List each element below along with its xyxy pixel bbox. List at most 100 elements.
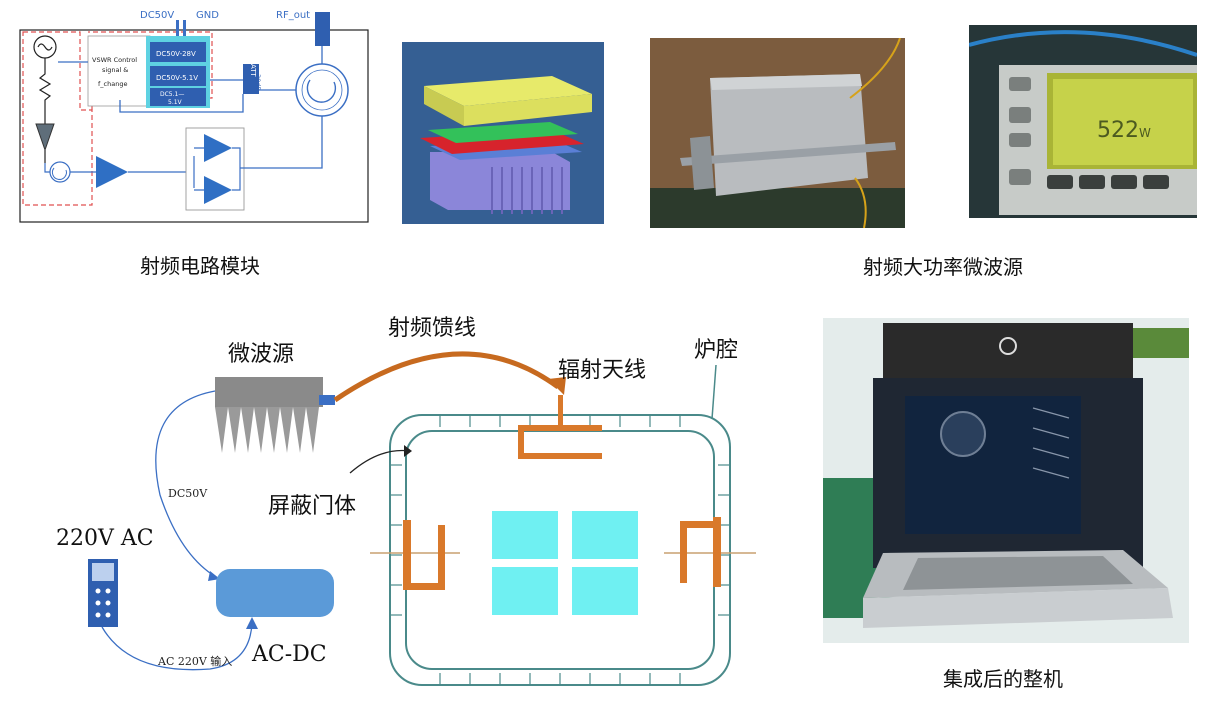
- dc50v-pin-label: DC50V: [140, 10, 174, 21]
- isolator-arrow: [51, 167, 67, 180]
- label-cavity: 炉腔: [694, 338, 738, 363]
- caliper-bar: [680, 142, 896, 166]
- floor-area: [650, 188, 905, 228]
- dc-28v-label: DC50V-28V: [156, 50, 196, 58]
- top-antenna-feed: [558, 395, 563, 430]
- oven-svg: [823, 318, 1189, 643]
- metal-source-svg: [650, 38, 905, 228]
- photo-power-meter: 522 W: [969, 25, 1197, 218]
- oven-fan-icon: [940, 411, 986, 457]
- top-antenna-bottom: [518, 453, 602, 459]
- label-rf-feed: 射频馈线: [388, 316, 476, 341]
- top-antenna-leg: [518, 425, 524, 457]
- ac-input-wire: [101, 622, 253, 671]
- vswr-text-2: signal &: [102, 66, 128, 74]
- att-db-label: 30dB: [254, 74, 262, 91]
- food-block-3: [492, 567, 558, 615]
- line-isolator-in: [44, 163, 50, 173]
- resistor: [38, 58, 52, 124]
- circulator-inner: [301, 69, 343, 111]
- cavity-pointer: [711, 364, 717, 420]
- food-block-4: [572, 567, 638, 615]
- meter-screen: [1053, 79, 1193, 165]
- pa-combiner: [194, 147, 246, 191]
- label-acdc: AC-DC: [251, 642, 327, 667]
- oven-door-edge: [863, 588, 1173, 628]
- ac-socket-window: [92, 563, 114, 581]
- 3d-model-svg: [402, 42, 604, 224]
- oscillator-wave: [37, 43, 53, 51]
- power-meter-svg: 522 W: [969, 25, 1197, 218]
- cover-side: [424, 86, 464, 126]
- gnd-pin: [183, 20, 186, 36]
- food-block-1: [492, 511, 558, 559]
- dc-5v-label: DC50V-5.1V: [156, 74, 198, 82]
- meter-display-value: 522: [1097, 118, 1139, 143]
- photo-metal-source: [650, 38, 905, 228]
- photo-integrated-oven: [823, 318, 1189, 643]
- system-diagram: 微波源 射频馈线 辐射天线 炉腔: [40, 295, 780, 700]
- rf-feed-arrow: [548, 377, 566, 395]
- ac-input-arrow: [246, 617, 258, 629]
- left-antenna-foot: [403, 583, 445, 590]
- circulator-arrow: [306, 79, 337, 103]
- dc50v-wire: [155, 390, 217, 578]
- top-antenna-bar: [518, 425, 602, 431]
- oven-racks: [1032, 407, 1070, 479]
- vswr-control-box: [87, 35, 151, 107]
- oven-door-glass: [903, 556, 1133, 590]
- heatsink-fins: [491, 167, 563, 214]
- label-antenna: 辐射天线: [558, 358, 646, 383]
- rf-out-connector: [315, 12, 330, 46]
- plate-edge: [710, 74, 862, 90]
- dc-51-box: [150, 88, 206, 106]
- dc-51-label-2: 5.1V: [168, 99, 183, 106]
- label-ac-input: AC 220V 输入: [157, 654, 232, 668]
- left-antenna-leg: [438, 525, 445, 590]
- rf-feed-line: [333, 351, 560, 403]
- rf-circuit-diagram: VSWR Control signal & f_change DC50V-28V…: [10, 0, 375, 230]
- microwave-source-body: [215, 377, 323, 407]
- dc-51-label-1: DC5.1—: [160, 91, 184, 98]
- microwave-output-port: [319, 395, 335, 405]
- line-amp-circ: [246, 116, 323, 169]
- left-antenna-bar: [403, 520, 411, 590]
- vswr-text-1: VSWR Control: [92, 56, 137, 64]
- caption-rf-source: 射频大功率微波源: [863, 255, 1023, 279]
- gnd-pin-label: GND: [196, 10, 219, 21]
- circulator: [295, 63, 349, 117]
- cover-top: [424, 76, 592, 106]
- driver-amp: [96, 156, 128, 188]
- aluminum-plate: [710, 74, 868, 196]
- oven-cavity: [905, 396, 1081, 534]
- buffer-amp: [35, 123, 55, 152]
- line-feedback: [119, 94, 244, 113]
- meter-bottom-buttons: [1047, 175, 1169, 189]
- vswr-text-3: f_change: [98, 80, 127, 88]
- attenuator-box: [243, 64, 259, 94]
- power-amp-top: [204, 134, 232, 162]
- meter-cable: [969, 30, 1197, 57]
- rf-out-label: RF_out: [276, 10, 310, 21]
- caption-integrated: 集成后的整机: [943, 667, 1063, 691]
- door-pointer-arrow: [404, 445, 412, 457]
- meter-display-unit: W: [1139, 126, 1151, 140]
- cover-front: [464, 94, 592, 126]
- microwave-source-fins: [215, 407, 319, 453]
- ac-socket-holes: [95, 588, 111, 618]
- food-block-2: [572, 511, 638, 559]
- meter-side-buttons: [1009, 77, 1031, 185]
- power-amp-bottom: [204, 176, 232, 204]
- heatsink: [430, 152, 570, 210]
- acdc-box: [216, 569, 334, 617]
- right-antenna-bar: [713, 517, 721, 587]
- photo-3d-model: [402, 42, 604, 224]
- diagram-bg: [40, 295, 780, 700]
- green-pcb: [428, 122, 578, 143]
- label-microwave-source: 微波源: [228, 342, 294, 367]
- att-label: ATT: [249, 64, 257, 77]
- caption-rf-module: 射频电路模块: [140, 254, 260, 278]
- label-220v: 220V AC: [56, 526, 154, 551]
- caliper-jaw: [690, 136, 714, 190]
- wire-yellow: [849, 38, 901, 99]
